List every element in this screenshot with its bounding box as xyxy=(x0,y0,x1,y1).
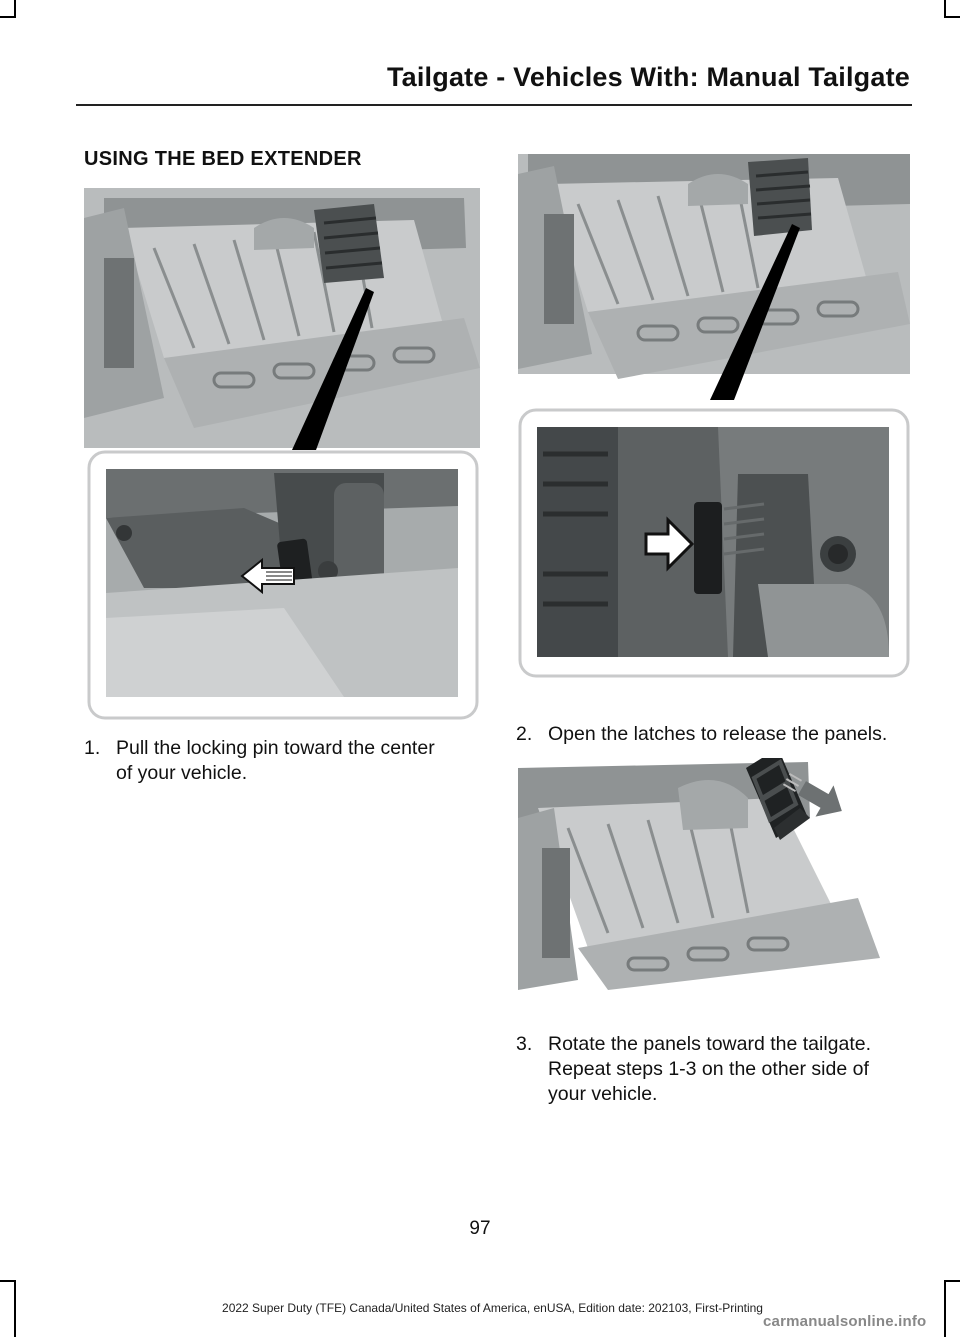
truck-bed-locking-pin-illustration xyxy=(84,188,480,722)
watermark: carmanualsonline.info xyxy=(763,1313,927,1330)
crop-mark xyxy=(14,1280,16,1337)
step-number: 1. xyxy=(84,737,101,759)
step-2: 2. Open the latches to release the panel… xyxy=(516,722,916,752)
step-text: Pull the locking pin toward the center o… xyxy=(116,736,435,786)
page-header-title: Tailgate - Vehicles With: Manual Tailgat… xyxy=(386,62,910,92)
step-text-line: your vehicle. xyxy=(548,1083,658,1105)
step-1: 1. Pull the locking pin toward the cente… xyxy=(84,736,484,796)
truck-bed-latch-illustration xyxy=(518,154,910,680)
section-heading: USING THE BED EXTENDER xyxy=(84,148,362,170)
step-text-line: Open the latches to release the panels. xyxy=(548,723,888,745)
step-text: Rotate the panels toward the tailgate. R… xyxy=(548,1032,871,1107)
step-text-line: Pull the locking pin toward the center xyxy=(116,737,435,759)
crop-mark xyxy=(944,0,946,18)
crop-mark xyxy=(944,1280,960,1282)
header-divider xyxy=(76,104,912,106)
step-text-line: Repeat steps 1-3 on the other side of xyxy=(548,1058,869,1080)
crop-mark xyxy=(0,16,16,18)
step-number: 3. xyxy=(516,1033,533,1055)
page-number: 97 xyxy=(469,1218,491,1239)
crop-mark xyxy=(14,0,16,18)
step-3: 3. Rotate the panels toward the tailgate… xyxy=(516,1032,916,1112)
crop-mark xyxy=(0,1280,16,1282)
footer-edition-note: 2022 Super Duty (TFE) Canada/United Stat… xyxy=(222,1301,763,1315)
step-text-line: of your vehicle. xyxy=(116,762,248,784)
crop-mark xyxy=(944,1280,946,1337)
step-number: 2. xyxy=(516,723,533,745)
step-text: Open the latches to release the panels. xyxy=(548,722,887,747)
crop-mark xyxy=(944,16,960,18)
truck-bed-rotate-panels-illustration xyxy=(518,758,880,990)
step-text-line: Rotate the panels toward the tailgate. xyxy=(548,1033,872,1055)
